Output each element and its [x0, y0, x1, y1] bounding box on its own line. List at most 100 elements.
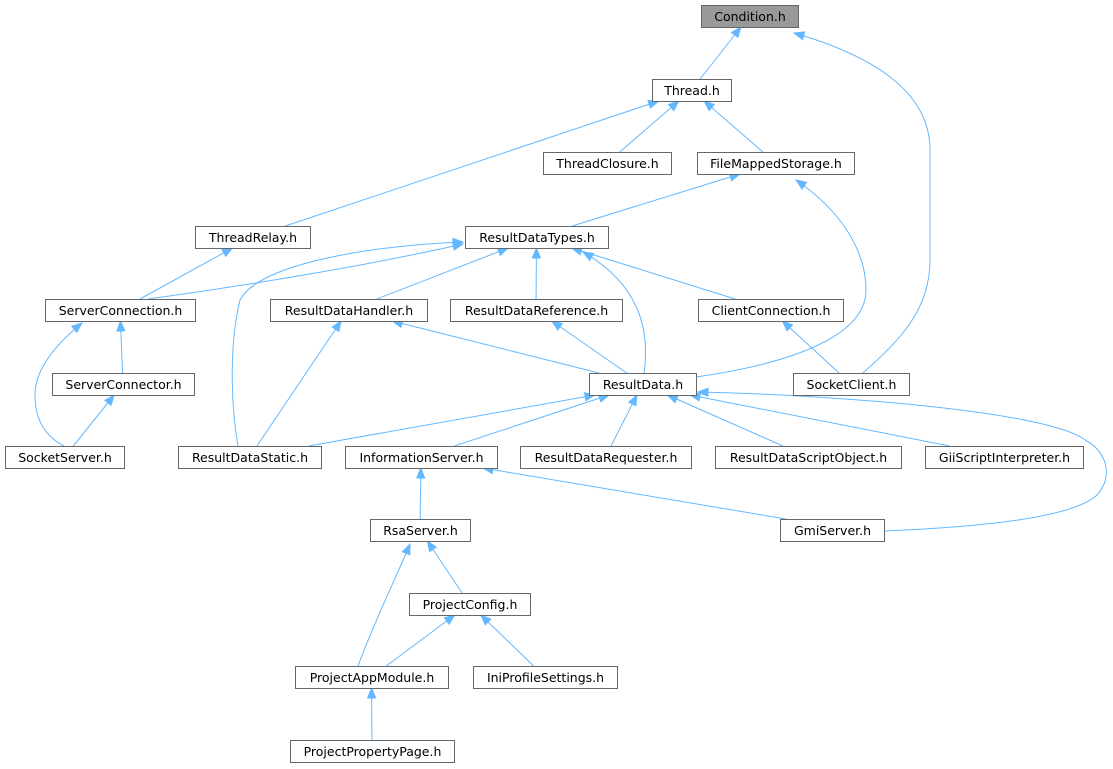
node-box [652, 79, 732, 102]
node-label: ResultDataTypes.h [479, 230, 595, 245]
edge-line [793, 32, 931, 374]
node-label: ResultDataRequester.h [535, 450, 678, 465]
node-serverconnector[interactable]: ServerConnector.h [52, 373, 195, 396]
node-socketserver[interactable]: SocketServer.h [5, 446, 125, 469]
arrowhead [496, 247, 510, 257]
node-box [925, 446, 1084, 469]
node-label: ResultDataScriptObject.h [730, 450, 887, 465]
arrowhead [696, 387, 709, 397]
edge-line [689, 394, 950, 447]
arrowhead [667, 100, 680, 112]
node-rdrequester[interactable]: ResultDataRequester.h [520, 446, 692, 469]
arrowhead [366, 686, 377, 699]
arrowhead [103, 393, 116, 407]
node-projectprop[interactable]: ProjectPropertyPage.h [290, 740, 455, 763]
edge-line [357, 543, 411, 667]
edge-projectapp-to-rsaserver [357, 542, 411, 667]
edge-line [782, 320, 840, 374]
edge-infoserver-to-resultdata [454, 393, 611, 447]
edge-line [480, 614, 534, 667]
edge-line [392, 320, 599, 374]
arrowhead [479, 614, 492, 626]
edge-resultdata-to-filemapped [695, 179, 867, 378]
node-serverconn[interactable]: ServerConnection.h [45, 299, 196, 322]
edge-line [571, 247, 736, 300]
arrowhead [794, 179, 808, 190]
node-label: GmiServer.h [794, 523, 871, 538]
node-gmiserver[interactable]: GmiServer.h [780, 519, 885, 542]
node-socketclient[interactable]: SocketClient.h [793, 373, 910, 396]
node-filemapped[interactable]: FileMappedStorage.h [697, 152, 855, 175]
node-rsaserver[interactable]: RsaServer.h [370, 519, 471, 542]
node-box [270, 299, 428, 322]
edge-line [699, 26, 742, 80]
node-rdstatic[interactable]: ResultDataStatic.h [178, 446, 322, 469]
node-label: ThreadRelay.h [208, 230, 297, 245]
edge-resultdata-to-rdreference [550, 320, 627, 374]
node-clientconn[interactable]: ClientConnection.h [698, 299, 844, 322]
node-box [520, 446, 692, 469]
node-label: GiiScriptInterpreter.h [939, 450, 1070, 465]
edge-rdtypes-to-filemapped [571, 172, 742, 227]
node-rdtypes[interactable]: ResultDataTypes.h [465, 226, 609, 249]
node-label: IniProfileSettings.h [487, 670, 604, 685]
node-box [780, 519, 885, 542]
node-thread[interactable]: Thread.h [652, 79, 732, 102]
edge-gmiserver-to-infoserver [481, 465, 787, 520]
node-box [589, 373, 697, 396]
edge-clientconn-to-rdtypes [570, 246, 736, 300]
node-rdhandler[interactable]: ResultDataHandler.h [270, 299, 428, 322]
edge-line [695, 179, 867, 378]
edge-line [256, 320, 342, 447]
node-rdscript[interactable]: ResultDataScriptObject.h [715, 446, 902, 469]
node-label: SocketClient.h [807, 377, 897, 392]
edge-socketclient-to-condition [792, 31, 931, 374]
node-label: ProjectAppModule.h [310, 670, 435, 685]
node-threadclosure[interactable]: ThreadClosure.h [543, 152, 672, 175]
node-projectconfig[interactable]: ProjectConfig.h [409, 593, 531, 616]
arrowhead [331, 319, 342, 333]
node-gii[interactable]: GiiScriptInterpreter.h [925, 446, 1084, 469]
node-box [370, 519, 471, 542]
node-box [715, 446, 902, 469]
edge-line [376, 247, 509, 300]
node-label: ProjectConfig.h [423, 597, 518, 612]
node-label: Condition.h [714, 9, 786, 24]
edge-line [308, 394, 596, 447]
node-box [178, 446, 322, 469]
edge-projectapp-to-projectconfig [385, 614, 456, 667]
node-condition[interactable]: Condition.h [701, 5, 799, 28]
node-label: ResultData.h [603, 377, 683, 392]
edge-projectprop-to-projectapp [366, 686, 377, 741]
node-label: ServerConnector.h [65, 377, 181, 392]
node-box [450, 299, 623, 322]
edge-line [551, 320, 627, 374]
node-box [409, 593, 531, 616]
node-infoserver[interactable]: InformationServer.h [345, 446, 498, 469]
edge-line [285, 100, 659, 227]
arrowhead [452, 237, 465, 248]
node-resultdata[interactable]: ResultData.h [589, 373, 697, 396]
arrowhead [415, 466, 426, 479]
edge-gmiserver-to-resultdata [696, 387, 1107, 532]
arrowhead [550, 320, 564, 331]
node-rdreference[interactable]: ResultDataReference.h [450, 299, 623, 322]
edge-threadclosure-to-thread [619, 100, 680, 153]
node-threadrelay[interactable]: ThreadRelay.h [195, 226, 311, 249]
node-box [295, 666, 449, 689]
node-label: ResultDataReference.h [465, 303, 608, 318]
edge-line [482, 467, 787, 520]
node-projectapp[interactable]: ProjectAppModule.h [295, 666, 449, 689]
arrowhead [443, 614, 456, 626]
node-label: RsaServer.h [383, 523, 458, 538]
edge-gii-to-resultdata [688, 392, 950, 447]
arrowhead [116, 319, 126, 332]
node-box [195, 226, 311, 249]
node-box [698, 299, 844, 322]
edge-rdstatic-to-rdhandler [256, 319, 342, 447]
edge-line [385, 614, 456, 667]
node-inisettings[interactable]: IniProfileSettings.h [473, 666, 618, 689]
edge-serverconnector-to-serverconn [116, 319, 126, 374]
